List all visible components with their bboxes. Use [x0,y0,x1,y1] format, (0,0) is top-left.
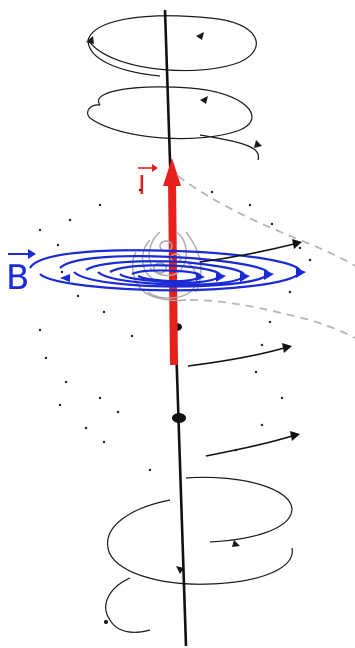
wire-marker-lower [172,413,186,423]
field-arrow-4 [216,272,226,282]
circulation-arrow-2 [187,347,285,367]
current-label: I [138,164,158,201]
dotted-field-rings [38,188,312,472]
field-label: B [6,249,36,298]
current-label-text: I [138,171,146,201]
helix-arrow-lower-1 [232,540,240,547]
current-arrow [163,158,181,366]
circulation-arrow-1 [199,243,295,263]
helix-arrow-right-1 [196,32,204,40]
circulation-arrows [187,239,302,457]
field-arrow-5 [196,273,205,281]
upper-helix [86,15,262,161]
field-label-text: B [6,258,29,298]
field-arrow-left [60,274,70,282]
helix-arrow-lower-2 [176,566,184,574]
hand-dashed-lines [177,175,355,339]
helix-arrow-top [86,36,94,44]
helix-arrow-right-3 [254,140,262,148]
helix-arrow-right-2 [200,96,208,104]
lower-helix [104,476,293,633]
field-arrow-2 [264,270,274,280]
helix-dot-bottom [104,620,108,624]
field-arrow-1 [296,268,306,278]
field-lines [29,249,306,292]
field-arrow-3 [240,272,250,282]
circulation-arrow-3 [205,435,293,457]
